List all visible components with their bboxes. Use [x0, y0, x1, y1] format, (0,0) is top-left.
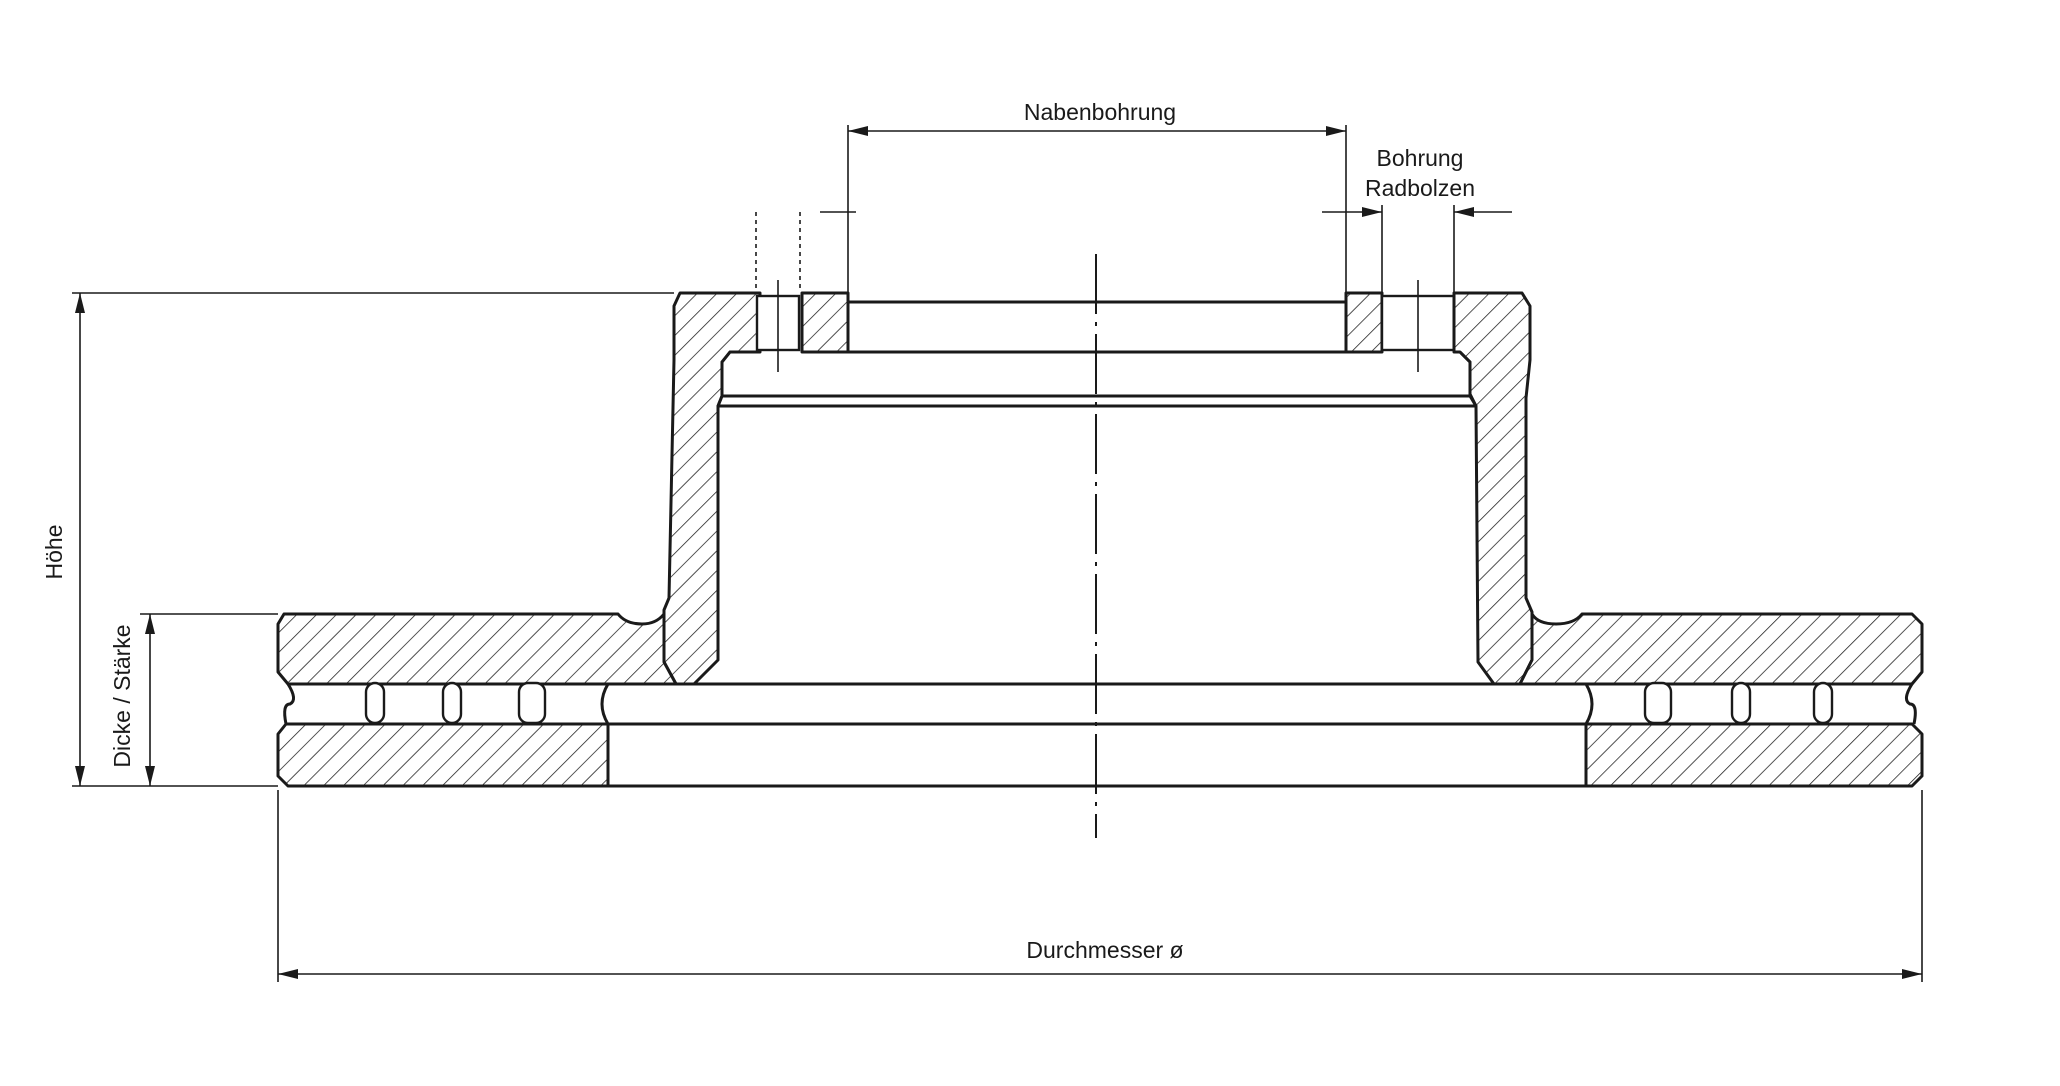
hub-wall-right: [1452, 291, 1534, 686]
dimension-diameter: Durchmesser ø: [277, 790, 1923, 982]
bolt-hole-label-line2: Radbolzen: [1365, 175, 1475, 201]
diameter-label: Durchmesser ø: [1026, 937, 1183, 963]
friction-ring-lower-left: [276, 722, 610, 788]
disc-section: [276, 612, 1924, 788]
vent-slot: [517, 681, 547, 725]
hub-flange-left: [800, 291, 850, 354]
vent-slot: [441, 681, 463, 725]
hub-section: [662, 291, 1534, 686]
construction-lines: [755, 212, 1419, 838]
height-label: Höhe: [41, 525, 67, 580]
thickness-label: Dicke / Stärke: [109, 624, 135, 767]
vent-slot: [364, 681, 386, 725]
friction-ring-lower-right: [1584, 722, 1924, 788]
disc-right-edge: [1905, 683, 1917, 725]
dimension-height: Höhe: [41, 292, 674, 787]
friction-ring-upper-right: [1518, 612, 1924, 686]
bore-label: Nabenbohrung: [1024, 99, 1176, 125]
friction-ring-upper-left: [276, 612, 678, 686]
bolt-hole-label-line1: Bohrung: [1377, 145, 1464, 171]
vent-slot: [1643, 681, 1673, 725]
dimension-bore: Nabenbohrung: [820, 99, 1347, 292]
disc-left-edge: [283, 683, 295, 725]
dimension-bolt-hole: Bohrung Radbolzen: [1322, 145, 1512, 292]
vent-slot: [1730, 681, 1752, 725]
dimension-thickness: Dicke / Stärke: [109, 613, 278, 786]
hub-flange-right: [1344, 291, 1384, 354]
vent-slot: [1812, 681, 1834, 725]
